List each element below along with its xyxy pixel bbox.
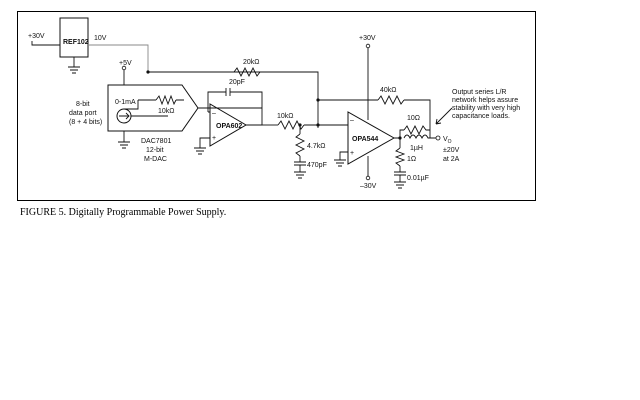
c001uf-label: 0.01µF <box>407 175 429 182</box>
c001uf-capacitor-icon <box>394 166 406 182</box>
node-dot-ref <box>146 70 150 74</box>
dac-name-3: M-DAC <box>144 156 167 163</box>
feedback-top-wire <box>148 71 319 128</box>
vo-range: ±20V <box>443 147 460 154</box>
note-line-2: network helps assure <box>452 97 518 104</box>
dac-ground-icon <box>118 141 130 149</box>
r1ohm-label: 1Ω <box>407 156 416 163</box>
reference-10v-wire <box>88 44 149 72</box>
r4k7-label: 4.7kΩ <box>307 143 325 150</box>
dac-name-2: 12-bit <box>146 147 164 154</box>
l1uh-label: 1µH <box>410 145 423 152</box>
ref102-ground-icon <box>68 66 80 74</box>
opa602-triangle <box>209 103 247 147</box>
r40k-resistor-icon <box>377 94 405 106</box>
c20pf-label: 20pF <box>229 79 245 86</box>
opa544-triangle <box>347 111 396 165</box>
r20k-resistor-icon <box>233 66 261 78</box>
r40k-label: 40kΩ <box>380 87 397 94</box>
opa544-label: OPA544 <box>352 136 378 143</box>
opa602-label: OPA602 <box>216 123 242 130</box>
current-source-label: 0-1mA <box>115 99 136 106</box>
ref102-output-label: 10V <box>94 35 107 42</box>
r10ohm-resistor-icon <box>403 124 430 136</box>
opa602-inv-wire <box>207 91 226 113</box>
r10k-series-label: 10kΩ <box>277 113 294 120</box>
plus30-left-wire <box>31 41 60 46</box>
c470pf-capacitor-icon <box>294 156 306 172</box>
vo-label: VO <box>443 136 452 145</box>
opa602-plus-sign: + <box>212 135 216 142</box>
schematic-frame: REF102 +30V 10V +5V 20kΩ 8-bit data port… <box>17 11 536 201</box>
feedback2-right-wire <box>404 99 431 130</box>
opa602-feedback-right <box>246 108 263 126</box>
node-dot-fb2 <box>316 98 320 102</box>
opa544-noninv-wire <box>339 151 348 160</box>
ref102-label: REF102 <box>63 39 89 46</box>
opa602-noninv-wire <box>199 137 210 148</box>
dac-internal-wire <box>124 100 168 117</box>
plus30-top-label: +30V <box>359 35 376 42</box>
vo-current: at 2A <box>443 156 460 163</box>
dac-name-1: DAC7801 <box>141 138 171 145</box>
minus30-label: –30V <box>360 183 377 190</box>
output-terminal-icon <box>435 135 441 141</box>
note-line-4: capacitance loads. <box>452 113 510 120</box>
plus30-top-terminal-icon <box>365 43 371 49</box>
current-source-icon <box>116 108 132 124</box>
dac-input-label-3: (8 + 4 bits) <box>69 119 102 126</box>
minus30-terminal-icon <box>365 175 371 181</box>
plus5-label: +5V <box>119 60 132 67</box>
power-supply-schematic: REF102 +30V 10V +5V 20kΩ 8-bit data port… <box>28 17 520 190</box>
dac7801-block <box>107 84 199 132</box>
plus5-terminal-icon <box>121 65 127 71</box>
figure-caption: FIGURE 5. Digitally Programmable Power S… <box>20 207 227 218</box>
r1ohm-resistor-icon <box>394 147 406 167</box>
note-arrow-icon <box>435 107 453 125</box>
shunt-ground-icon <box>294 171 306 179</box>
opa602-minus-sign: – <box>212 110 216 117</box>
r20k-label: 20kΩ <box>243 59 260 66</box>
opa602-ground-icon <box>194 147 206 155</box>
dac-input-label-1: 8-bit <box>76 101 90 108</box>
c470pf-label: 470pF <box>307 162 327 169</box>
c20pf-wire <box>208 91 263 109</box>
c20pf-capacitor-icon <box>225 88 231 96</box>
dac-r10k-label: 10kΩ <box>158 108 175 115</box>
opa544-plus-sign: + <box>350 150 354 157</box>
r10ohm-label: 10Ω <box>407 115 420 122</box>
node-dot-series2 <box>316 123 320 127</box>
opa544-minus-sign: – <box>350 117 354 124</box>
note-line-3: stability with very high <box>452 105 520 112</box>
ref102-box <box>59 17 89 58</box>
dac-input-label-2: data port <box>69 110 97 117</box>
dac-to-opa602-wire <box>198 107 209 112</box>
r4k7-resistor-icon <box>294 133 306 157</box>
opa544-output-wire <box>394 129 404 139</box>
note-line-1: Output series L/R <box>452 89 506 96</box>
l1uh-inductor-icon <box>403 134 430 140</box>
plus30-left-label: +30V <box>28 33 45 40</box>
opa544-ground-icon <box>334 159 346 167</box>
snubber-ground-icon <box>394 181 406 189</box>
lr-join-wire <box>429 130 436 139</box>
dac-r10k-resistor-icon <box>155 94 177 106</box>
